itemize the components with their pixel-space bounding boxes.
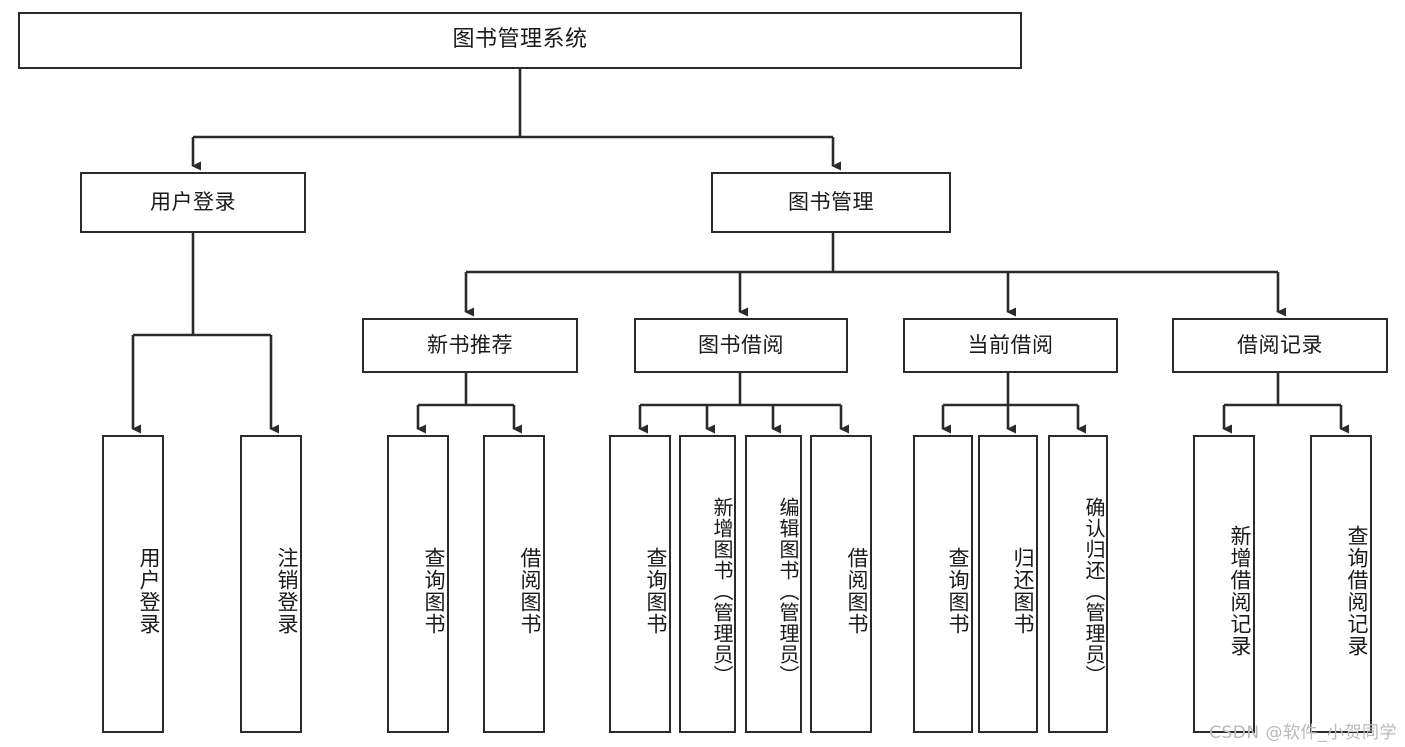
node-label: 借阅图书 bbox=[518, 547, 542, 635]
csdn-watermark: CSDN @软件_小贺同学 bbox=[1209, 723, 1397, 743]
node-root-system[interactable]: 图书管理系统 bbox=[18, 12, 1022, 69]
node-label: 查询图书 bbox=[422, 547, 446, 635]
node-borrow-record[interactable]: 借阅记录 bbox=[1172, 318, 1388, 373]
node-leaf-query-book-newbook[interactable]: 查询图书 bbox=[387, 435, 449, 733]
node-label: 新增借阅记录 bbox=[1228, 525, 1252, 657]
node-label: 当前借阅 bbox=[967, 332, 1054, 357]
node-label: 新增图书（管理员） bbox=[710, 496, 734, 686]
node-label: 查询图书 bbox=[644, 547, 668, 635]
node-leaf-add-borrow-record[interactable]: 新增借阅记录 bbox=[1193, 435, 1255, 733]
node-label: 查询借阅记录 bbox=[1345, 525, 1369, 657]
node-leaf-borrow-book[interactable]: 借阅图书 bbox=[810, 435, 872, 733]
node-book-borrow[interactable]: 图书借阅 bbox=[634, 318, 848, 373]
node-label: 确认归还（管理员） bbox=[1082, 496, 1106, 686]
node-leaf-borrow-book-newbook[interactable]: 借阅图书 bbox=[483, 435, 545, 733]
node-leaf-logout[interactable]: 注销登录 bbox=[240, 435, 302, 733]
node-leaf-edit-book-admin[interactable]: 编辑图书（管理员） bbox=[745, 435, 802, 733]
node-label: 注销登录 bbox=[275, 547, 299, 635]
node-current-borrow[interactable]: 当前借阅 bbox=[903, 318, 1118, 373]
node-new-book-recommend[interactable]: 新书推荐 bbox=[362, 318, 578, 373]
node-leaf-add-book-admin[interactable]: 新增图书（管理员） bbox=[679, 435, 736, 733]
node-label: 借阅记录 bbox=[1237, 332, 1323, 357]
node-leaf-user-login[interactable]: 用户登录 bbox=[102, 435, 164, 733]
node-leaf-confirm-return-admin[interactable]: 确认归还（管理员） bbox=[1048, 435, 1108, 733]
node-user-login[interactable]: 用户登录 bbox=[80, 172, 306, 233]
node-label: 编辑图书（管理员） bbox=[776, 496, 800, 686]
node-label: 用户登录 bbox=[150, 189, 236, 214]
node-label: 图书管理系统 bbox=[452, 27, 588, 53]
node-label: 借阅图书 bbox=[845, 547, 869, 635]
node-label: 查询图书 bbox=[946, 547, 970, 635]
node-label: 图书管理 bbox=[788, 189, 874, 214]
node-label: 归还图书 bbox=[1011, 547, 1035, 635]
node-leaf-return-book[interactable]: 归还图书 bbox=[978, 435, 1038, 733]
node-label: 图书借阅 bbox=[698, 332, 784, 357]
node-leaf-query-book-borrow[interactable]: 查询图书 bbox=[609, 435, 671, 733]
node-label: 用户登录 bbox=[137, 547, 161, 635]
node-leaf-query-borrow-record[interactable]: 查询借阅记录 bbox=[1310, 435, 1372, 733]
node-leaf-query-book-current[interactable]: 查询图书 bbox=[913, 435, 973, 733]
node-book-management[interactable]: 图书管理 bbox=[711, 172, 951, 233]
node-label: 新书推荐 bbox=[427, 332, 513, 357]
